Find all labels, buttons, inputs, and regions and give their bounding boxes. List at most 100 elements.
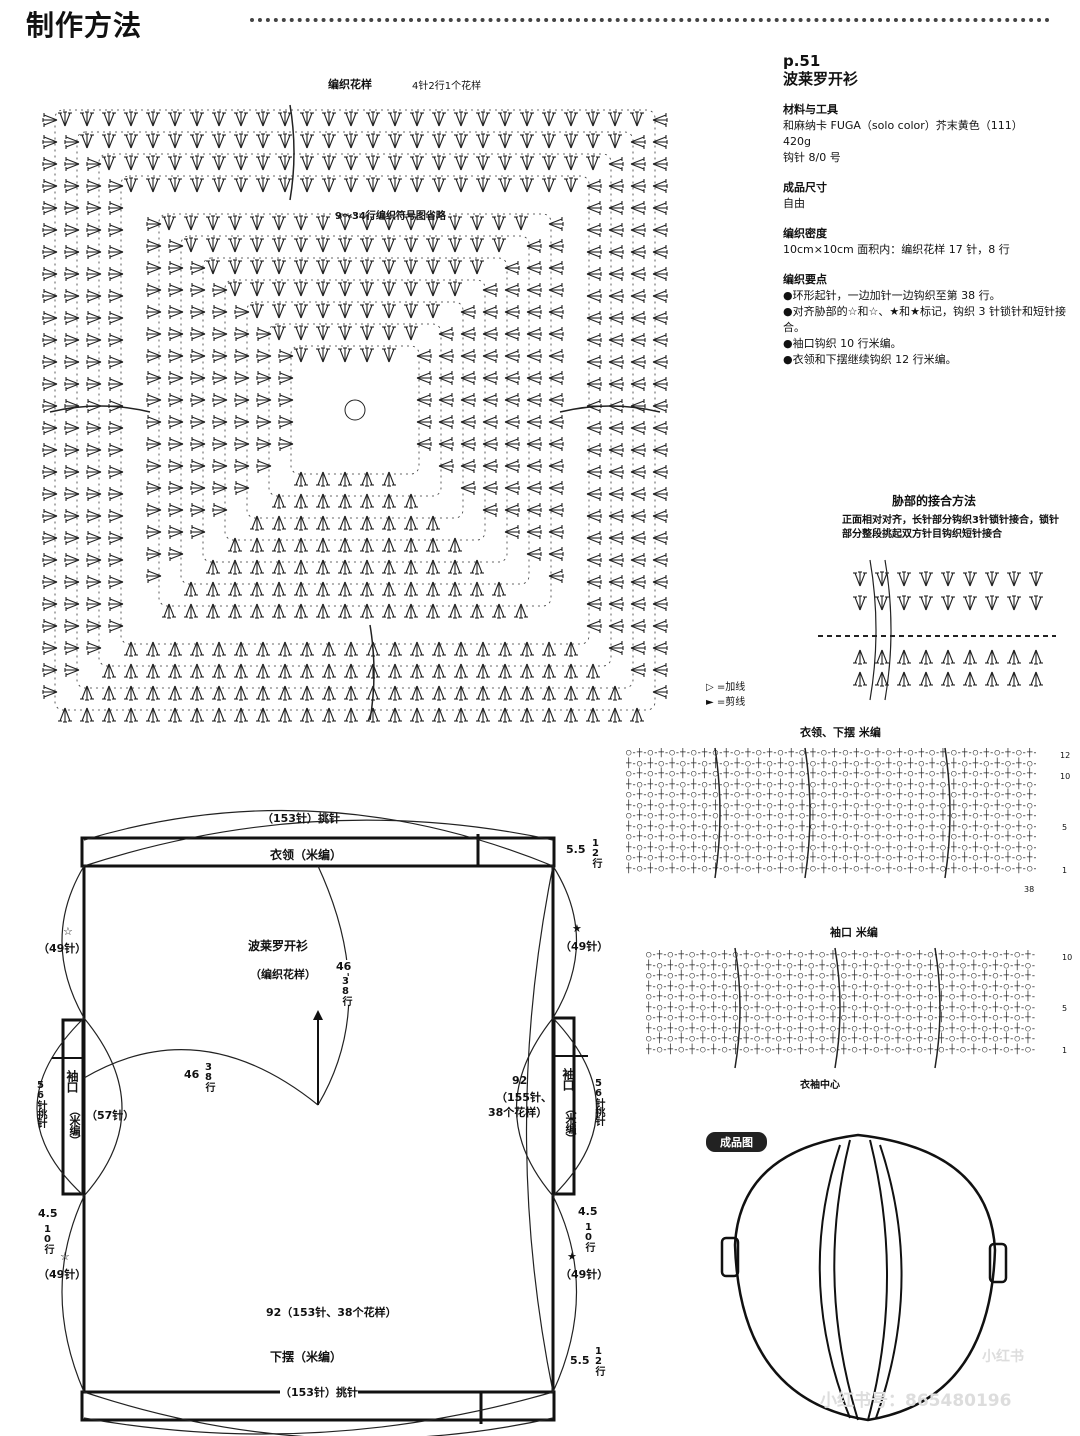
star-outline-icon: ☆ bbox=[60, 1250, 70, 1263]
stitch-fan bbox=[564, 133, 578, 149]
gauge-title: 编织密度 bbox=[783, 227, 827, 240]
stitch-fan bbox=[426, 215, 440, 231]
stitch-fan bbox=[426, 281, 440, 297]
stitch-fan bbox=[448, 281, 462, 297]
stitch-fan bbox=[470, 259, 484, 275]
stitch-fan bbox=[608, 311, 624, 325]
stitch-fan bbox=[448, 215, 462, 231]
stitch-fan bbox=[548, 217, 564, 231]
stitch-fan bbox=[426, 515, 440, 531]
stitch-fan bbox=[212, 283, 228, 297]
stitch-fan bbox=[272, 603, 286, 619]
stitch-fan bbox=[608, 179, 624, 193]
stitch-fan bbox=[963, 571, 977, 587]
stitch-fan bbox=[388, 641, 402, 657]
arrow-head bbox=[313, 1010, 323, 1020]
stitch-fan bbox=[652, 575, 668, 589]
stitch-fan bbox=[64, 597, 80, 611]
stitch-fan bbox=[80, 111, 94, 127]
stitch-fan bbox=[42, 399, 58, 413]
stitch-fan bbox=[388, 177, 402, 193]
stitch-fan bbox=[410, 663, 424, 679]
stitch-fan bbox=[190, 305, 206, 319]
stitch-fan bbox=[652, 311, 668, 325]
stitch-fan bbox=[482, 393, 498, 407]
stitch-fan bbox=[630, 135, 646, 149]
stitch-fan bbox=[608, 333, 624, 347]
stitch-fan bbox=[212, 111, 226, 127]
stitch-fan bbox=[652, 179, 668, 193]
stitch-fan bbox=[338, 303, 352, 319]
stitch-fan bbox=[228, 581, 242, 597]
stitch-fan bbox=[124, 685, 138, 701]
stitch-fan bbox=[498, 111, 512, 127]
dimension-arc bbox=[83, 1049, 319, 1106]
stitch-fan bbox=[416, 437, 432, 451]
stitch-fan bbox=[897, 571, 911, 587]
stitch-fan bbox=[316, 325, 330, 341]
stitch-fan bbox=[86, 553, 102, 567]
stitch-fan bbox=[234, 663, 248, 679]
stitch-fan bbox=[630, 509, 646, 523]
stitch-fan bbox=[448, 259, 462, 275]
gap-height: 4.5 bbox=[578, 1205, 598, 1218]
stitch-fan bbox=[897, 595, 911, 611]
stitch-fan bbox=[86, 377, 102, 391]
stitch-fan bbox=[382, 259, 396, 275]
stitch-fan bbox=[42, 201, 58, 215]
stitch-fan bbox=[272, 237, 286, 253]
stitch-fan bbox=[168, 525, 184, 539]
stitch-fan bbox=[608, 355, 624, 369]
stitch-fan bbox=[652, 245, 668, 259]
stitch-fan bbox=[146, 663, 160, 679]
stitch-fan bbox=[338, 603, 352, 619]
stitch-fan bbox=[294, 237, 308, 253]
stitch-fan bbox=[146, 155, 160, 171]
stitch-fan bbox=[608, 685, 622, 701]
stitch-fan bbox=[146, 133, 160, 149]
stitch-fan bbox=[586, 133, 600, 149]
dimension-arc bbox=[83, 1391, 554, 1436]
stitch-fan bbox=[586, 575, 602, 589]
stitch-fan bbox=[652, 443, 668, 457]
stitch-fan bbox=[382, 281, 396, 297]
stitch-fan bbox=[470, 215, 484, 231]
stitch-fan bbox=[853, 595, 867, 611]
stitch-fan bbox=[454, 685, 468, 701]
stitch-fan bbox=[168, 239, 184, 253]
stitch-fan bbox=[360, 215, 374, 231]
stitch-fan bbox=[548, 327, 564, 341]
stitch-fan bbox=[146, 177, 160, 193]
stitch-fan bbox=[426, 537, 440, 553]
stitch-fan bbox=[875, 595, 889, 611]
stitch-fan bbox=[294, 515, 308, 531]
row-label: 38 bbox=[1024, 885, 1035, 894]
stitch-fan bbox=[498, 177, 512, 193]
stitch-fan bbox=[338, 259, 352, 275]
stitch-fan bbox=[498, 663, 512, 679]
legend-add: ▷ =加线 bbox=[706, 682, 746, 693]
stitch-fan bbox=[630, 597, 646, 611]
cuff-stitch-label: （米编） bbox=[564, 1103, 577, 1143]
stitch-fan bbox=[360, 515, 374, 531]
chain-ring bbox=[268, 323, 442, 497]
stitch-fan bbox=[212, 481, 228, 495]
radius-46-h: 46 bbox=[184, 1068, 200, 1081]
stitch-fan bbox=[432, 177, 446, 193]
stitch-fan bbox=[498, 155, 512, 171]
stitch-fan bbox=[64, 443, 80, 457]
stitch-fan bbox=[86, 421, 102, 435]
stitch-fan bbox=[86, 487, 102, 501]
stitch-fan bbox=[608, 531, 624, 545]
stitch-fan bbox=[460, 305, 476, 319]
stitch-fan bbox=[234, 133, 248, 149]
stitch-fan bbox=[294, 281, 308, 297]
gauge-value: 10cm×10cm 面积内：编织花样 17 针，8 行 bbox=[783, 243, 1010, 256]
stitch-fan bbox=[1029, 571, 1043, 587]
finished-label: 成品图 bbox=[706, 1132, 767, 1152]
break-line bbox=[934, 947, 941, 1069]
stitch-fan bbox=[564, 111, 578, 127]
stitch-fan bbox=[652, 113, 668, 127]
stitch-fan bbox=[42, 267, 58, 281]
stitch-fan bbox=[102, 663, 116, 679]
